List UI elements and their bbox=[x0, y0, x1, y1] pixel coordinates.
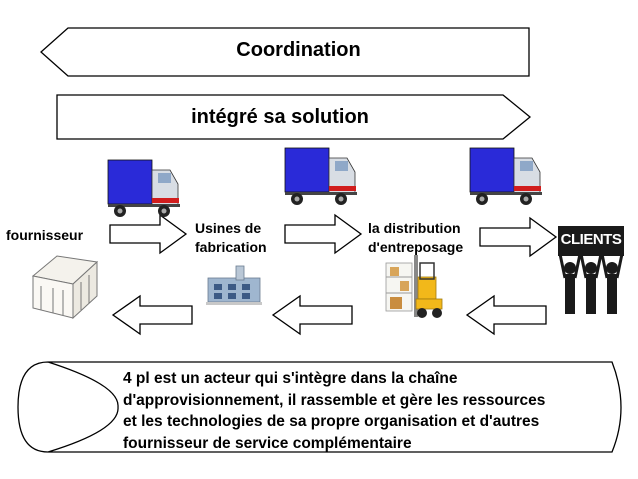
flow-arrow-right-1 bbox=[109, 213, 188, 255]
flow-arrow-left-2 bbox=[271, 294, 353, 336]
description-text: 4 pl est un acteur qui s'intègre dans la… bbox=[123, 368, 623, 454]
factory-icon bbox=[206, 265, 262, 305]
truck-icon bbox=[107, 159, 180, 217]
factory-label-line2: fabrication bbox=[195, 239, 267, 255]
integration-banner-arrow bbox=[56, 94, 532, 140]
factory-label: Usines de fabrication bbox=[195, 219, 267, 257]
description-frame bbox=[17, 361, 622, 453]
description-line3: et les technologies de sa propre organis… bbox=[123, 413, 540, 430]
flow-arrow-right-2 bbox=[284, 213, 363, 255]
description-line2: d'approvisionnement, il rassemble et gèr… bbox=[123, 391, 546, 409]
factory-label-line1: Usines de bbox=[195, 220, 262, 236]
supplier-label: fournisseur bbox=[6, 227, 84, 243]
description-line1: 4 pl est un acteur qui s'intègre dans la… bbox=[123, 370, 458, 387]
distribution-label-line2: d'entreposage bbox=[368, 239, 464, 255]
truck-icon bbox=[469, 147, 542, 205]
flow-arrow-left-3 bbox=[465, 294, 547, 336]
integration-label: intégré sa solution bbox=[191, 106, 369, 128]
description-line4: fournisseur de service complémentaire bbox=[123, 434, 412, 452]
coordination-banner-arrow bbox=[40, 27, 530, 77]
warehouse-icon bbox=[31, 255, 99, 320]
distribution-label: la distribution d'entreposage bbox=[368, 219, 463, 257]
forklift-icon bbox=[385, 255, 443, 318]
truck-icon bbox=[284, 147, 357, 205]
flow-arrow-right-3 bbox=[479, 216, 558, 258]
coordination-label: Coordination bbox=[236, 39, 361, 61]
distribution-label-line1: la distribution bbox=[368, 220, 461, 236]
clients-icon bbox=[558, 226, 624, 314]
clients-sign-text: CLIENTS bbox=[560, 231, 622, 248]
flow-arrow-left-1 bbox=[111, 294, 193, 336]
